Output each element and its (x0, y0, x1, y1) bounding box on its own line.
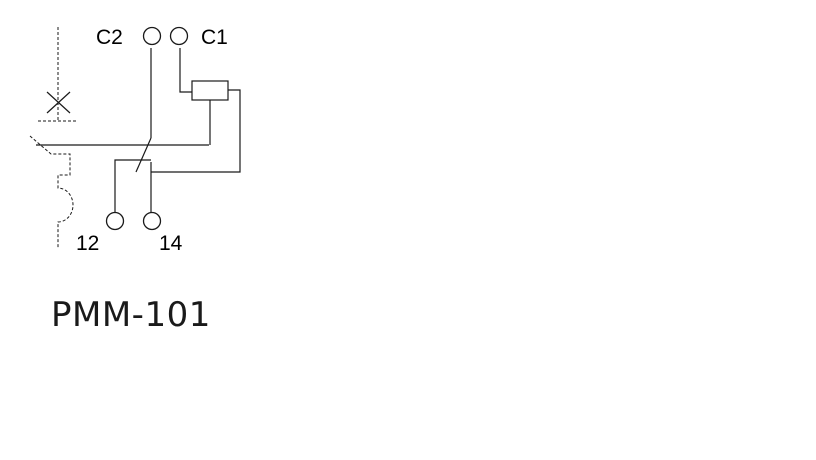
actuator-linkage (29, 27, 76, 248)
coil (151, 48, 241, 173)
terminal-12 (105, 211, 125, 231)
model-name: PMM-101 (51, 295, 211, 335)
terminal-14-label: 14 (159, 232, 183, 255)
terminal-c1 (169, 26, 189, 46)
terminal-14 (142, 211, 162, 231)
terminal-c1-label: C1 (201, 26, 228, 49)
changeover-contact (114, 48, 152, 212)
terminal-12-label: 12 (76, 232, 99, 255)
terminal-c2-label: C2 (96, 26, 123, 49)
terminal-c2 (142, 26, 162, 46)
